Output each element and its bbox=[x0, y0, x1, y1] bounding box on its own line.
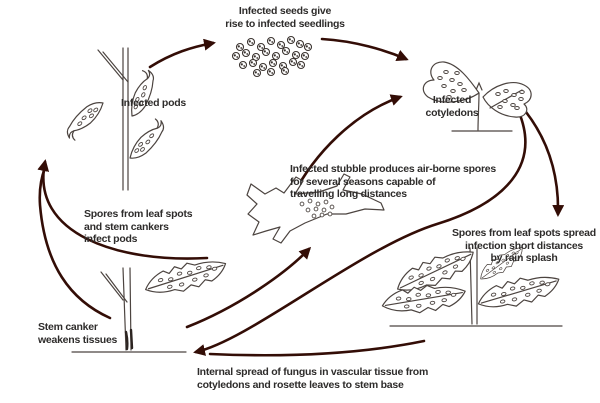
rosette-plant-illustration bbox=[380, 242, 562, 327]
arrow-pods-to-seeds bbox=[148, 38, 216, 69]
arrow-seeds-to-cotyledons bbox=[320, 37, 409, 61]
label-infected-stubble: Infected stubble produces air-borne spor… bbox=[290, 163, 496, 201]
label-stem-canker: Stem canker weakens tissues bbox=[38, 321, 118, 346]
infected-pods-plant-illustration bbox=[61, 47, 170, 191]
label-rain-splash: Spores from leaf spots spread infection … bbox=[452, 227, 596, 265]
arrow-leafspots-to-pods bbox=[37, 159, 209, 260]
stem-canker-plant-illustration bbox=[71, 253, 230, 353]
label-spores-infect-pods: Spores from leaf spots and stem cankers … bbox=[84, 208, 193, 246]
arrow-canker-to-pods bbox=[38, 166, 112, 320]
infected-seed-cluster-illustration bbox=[231, 35, 313, 78]
label-internal-spread: Internal spread of fungus in vascular ti… bbox=[197, 366, 429, 391]
label-infected-seeds: Infected seeds give rise to infected see… bbox=[225, 5, 345, 30]
arrow-rosette-to-stem-base bbox=[208, 339, 426, 357]
arrow-canker-to-stubble bbox=[185, 246, 312, 329]
infected-stubble-illustration bbox=[246, 173, 385, 244]
label-infected-cotyledons: Infected cotyledons bbox=[425, 94, 479, 119]
arrow-cotyledons-to-stem-base bbox=[193, 108, 527, 356]
label-infected-pods: Infected pods bbox=[121, 97, 187, 109]
infected-cotyledon-seedling-illustration bbox=[422, 61, 532, 132]
arrow-cotyledons-to-rosette bbox=[524, 110, 565, 217]
